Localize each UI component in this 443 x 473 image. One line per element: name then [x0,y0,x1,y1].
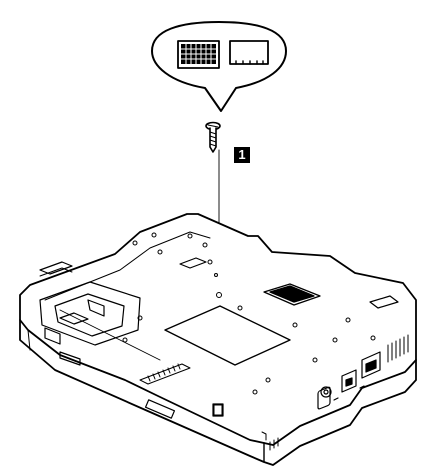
callout-bubble [151,21,287,112]
keyboard-icon [177,40,220,69]
docking-connector [263,283,321,306]
rubber-feet [39,257,399,309]
rear-ports [317,351,381,410]
side-vent [269,334,409,451]
keyboard-bezel-icon [229,40,269,65]
memory-cover [164,305,291,366]
front-edge-details [59,351,267,441]
step-callout-label: 1 [234,147,250,163]
laptop-base [19,213,417,466]
vent-grille [139,363,191,385]
drive-bay [39,281,141,346]
screw-icon [205,121,221,153]
screw-holes [122,232,376,395]
